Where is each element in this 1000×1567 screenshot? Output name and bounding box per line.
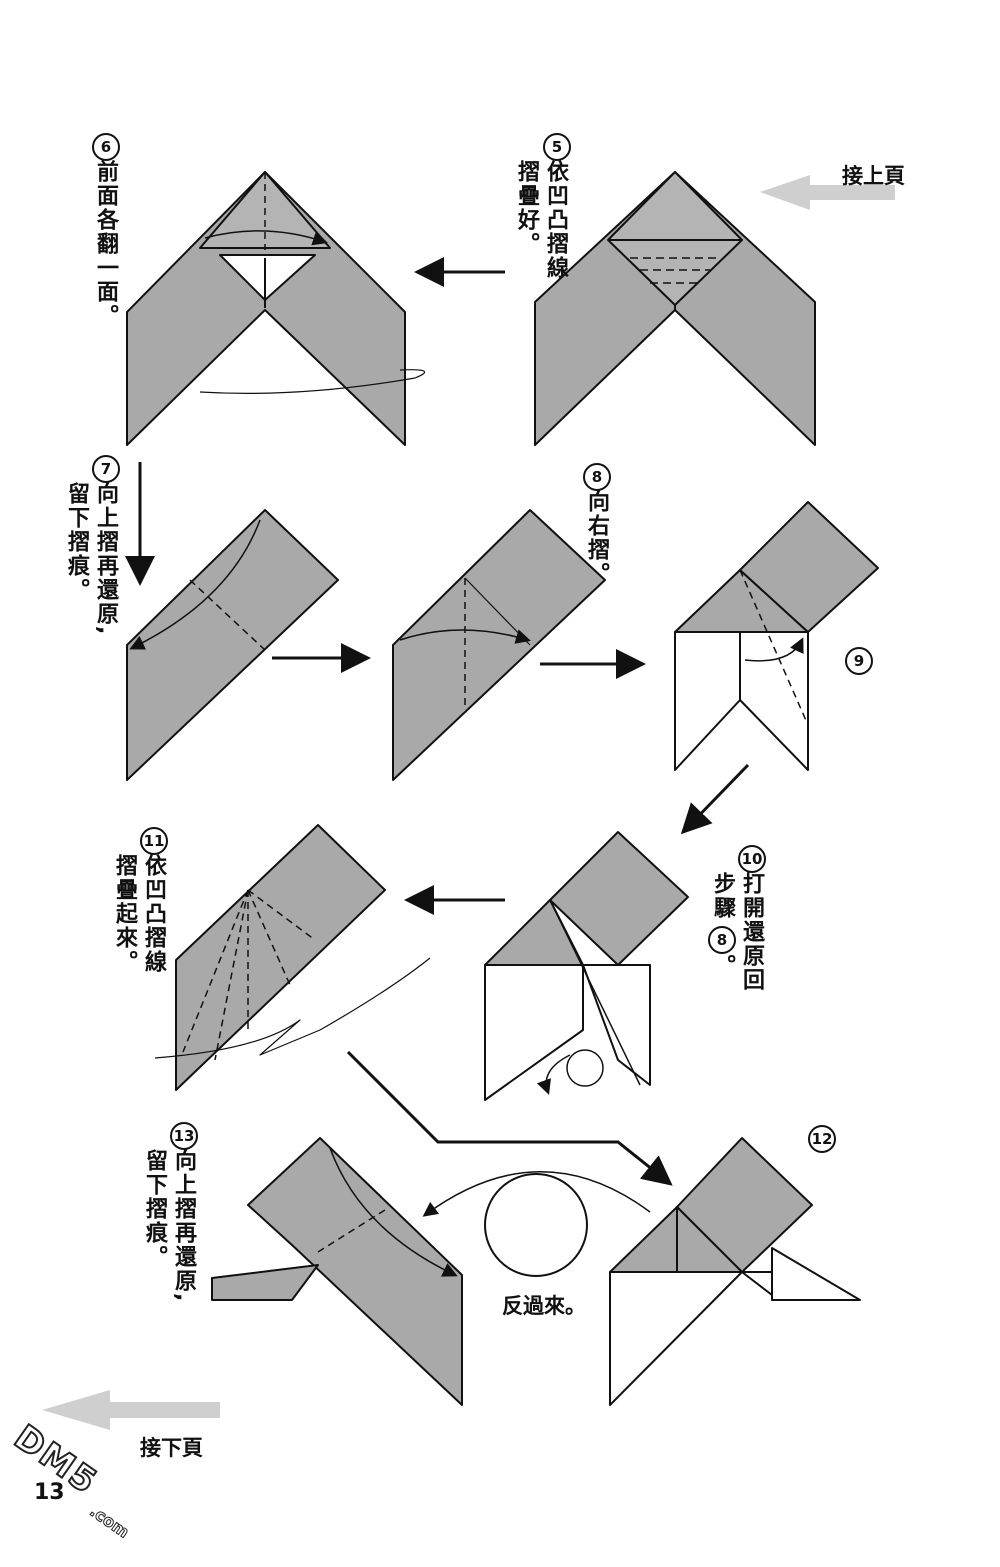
- step9-figure: [674, 501, 879, 771]
- step11-text-line2: 摺疊起來。: [112, 854, 137, 974]
- continue-from-arrow: [760, 175, 895, 210]
- step10-text-line1: 打開還原回: [739, 872, 764, 992]
- step5-number: 5: [543, 133, 571, 161]
- step12-figure: [609, 1137, 861, 1406]
- step13-text-line1: 向上摺再還原,: [171, 1149, 196, 1304]
- step7-text-line2: 留下摺痕。: [64, 482, 89, 602]
- step10-figure: [484, 831, 689, 1101]
- step10-number: 10: [738, 845, 766, 873]
- flip-label: 反過來。: [502, 1294, 586, 1318]
- step12-number: 12: [808, 1125, 836, 1153]
- step6-number: 6: [92, 133, 120, 161]
- step13-number: 13: [170, 1122, 198, 1150]
- continue-from-label: 接上頁: [842, 164, 905, 188]
- step10-text-line2: 步驟: [710, 872, 735, 920]
- step10-ref-number: 8: [708, 926, 736, 954]
- step8-figure: [392, 509, 606, 781]
- page-number: 13: [34, 1480, 65, 1505]
- step5-figure: [534, 171, 816, 446]
- step11-figure: [154, 824, 431, 1091]
- step9-number: 9: [845, 647, 873, 675]
- step5-text-line2: 摺疊好。: [514, 160, 539, 256]
- step7-number: 7: [92, 455, 120, 483]
- step6-text: 前面各翻一面。: [93, 160, 118, 328]
- continue-to-arrow: [42, 1390, 220, 1430]
- step11-text-line1: 依凹凸摺線: [141, 854, 166, 974]
- step7-figure: [126, 509, 339, 781]
- step6-figure: [126, 171, 426, 446]
- step13-figure: [211, 1137, 463, 1406]
- step5-text-line1: 依凹凸摺線: [543, 160, 568, 280]
- step13-text-line2: 留下摺痕。: [142, 1149, 167, 1269]
- arrow-11-to-12: [346, 1050, 673, 1186]
- flip-indicator: [422, 1171, 651, 1277]
- step10-text-suffix: 。: [710, 954, 735, 978]
- continue-to-label: 接下頁: [140, 1436, 203, 1460]
- step8-text: 向右摺。: [584, 490, 609, 586]
- step7-text-line1: 向上摺再還原,: [93, 482, 118, 637]
- step11-number: 11: [140, 827, 168, 855]
- arrow-9-to-10: [680, 763, 750, 835]
- step8-number: 8: [583, 463, 611, 491]
